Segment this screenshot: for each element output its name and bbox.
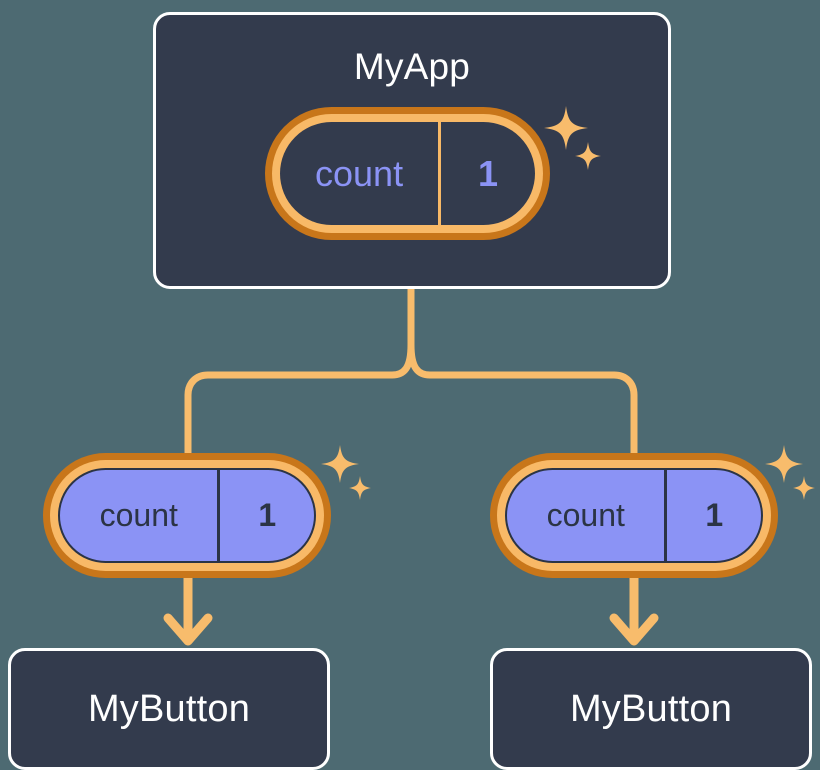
state-pill-inner-ring: count 1	[497, 460, 771, 571]
state-pill-outer-ring: count 1	[490, 453, 778, 578]
state-key: count	[546, 497, 625, 533]
state-pill-left[interactable]: count 1	[43, 453, 331, 578]
state-pill-surface: count 1	[58, 468, 316, 563]
state-key: count	[315, 152, 404, 194]
state-pill-outer-ring: count 1	[265, 107, 550, 240]
sparkle-large	[321, 445, 359, 483]
state-pill-right[interactable]: count 1	[490, 453, 778, 578]
sparkle-large	[765, 445, 803, 483]
arrow-down-icon-left	[163, 613, 213, 646]
component-card-mybutton-right[interactable]: MyButton	[490, 648, 812, 770]
state-pill-inner-ring: count 1	[272, 114, 543, 233]
state-value: 1	[217, 470, 314, 561]
state-value: 1	[664, 470, 761, 561]
component-label-mybutton-left: MyButton	[87, 688, 251, 730]
component-label-mybutton-right: MyButton	[569, 688, 733, 730]
component-card-mybutton-left[interactable]: MyButton	[8, 648, 330, 770]
component-label-myapp: MyApp	[353, 46, 471, 87]
state-pill-surface: count 1	[280, 122, 535, 225]
connector-branch-left	[184, 341, 415, 461]
state-pill-outer-ring: count 1	[43, 453, 331, 578]
state-pill-myapp[interactable]: count 1	[265, 107, 550, 240]
sparkle-small	[349, 476, 371, 500]
state-pill-inner-ring: count 1	[50, 460, 324, 571]
state-key: count	[99, 497, 178, 533]
sparkle-small	[793, 476, 815, 500]
arrow-down-icon-right	[609, 613, 659, 646]
state-value: 1	[438, 122, 535, 225]
connector-branch-right	[407, 341, 638, 461]
state-pill-surface: count 1	[505, 468, 763, 563]
